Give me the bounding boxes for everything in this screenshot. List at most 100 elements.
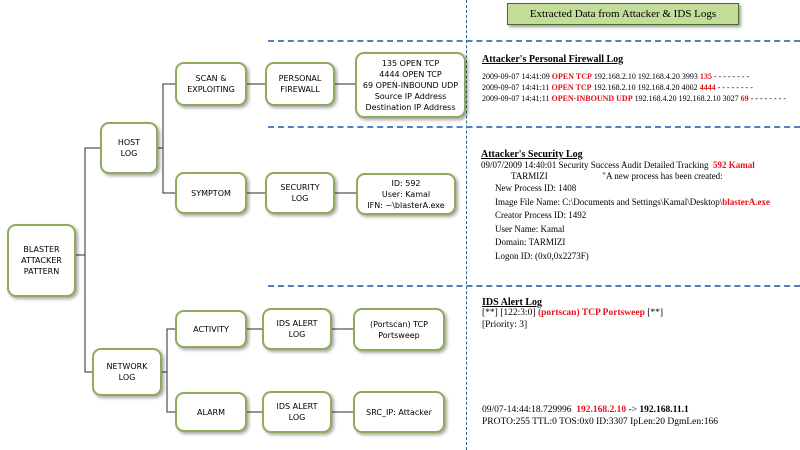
firewall-log-row: 2009-09-07 14:41:11 OPEN-INBOUND UDP 192… [482, 93, 786, 104]
ids-log-timestamp: 09/07-14:44:18.729996 [482, 405, 572, 415]
security-log-logon-id: Logon ID: (0x0,0x2273F) [495, 250, 589, 261]
security-log-domain-inline: TARMIZI [511, 171, 548, 181]
security-log-new-process-id: New Process ID: 1408 [495, 183, 577, 193]
firewall-log-action: OPEN-INBOUND UDP [551, 94, 633, 103]
security-log-line1: 09/07/2009 14:40:01 Security Success Aud… [481, 160, 770, 171]
connector-host-scan [158, 83, 175, 149]
connector-root-host [76, 147, 100, 256]
node-text-line: ATTACKER [21, 256, 62, 265]
node-text-line: IFN: ~\blasterA.exe [367, 200, 445, 210]
header-title: Extracted Data from Attacker & IDS Logs [507, 3, 739, 25]
ids-log-title: IDS Alert Log [482, 297, 542, 308]
ids-log-alert: (portscan) TCP Portsweep [537, 308, 645, 318]
connector-network-activity [162, 328, 175, 373]
ids-log-packet: 09/07-14:44:18.729996 192.168.2.10 -> 19… [482, 404, 718, 428]
node-scan-exploiting: SCAN & EXPLOITING [175, 62, 247, 106]
separator-security [268, 126, 800, 128]
firewall-log-action: OPEN TCP [551, 72, 592, 81]
security-log-creator-process-id: Creator Process ID: 1492 [495, 210, 587, 220]
node-text-line: BLASTER [23, 245, 60, 254]
node-network-log: NETWORK LOG [92, 348, 162, 396]
firewall-log-tail: - - - - - - - - [713, 72, 750, 81]
node-ids-alert-log-alarm: IDS ALERT LOG [262, 391, 332, 433]
node-activity: ACTIVITY [175, 310, 247, 348]
node-text-line: LOG [120, 149, 138, 158]
node-text-line: 135 OPEN TCP [381, 58, 440, 68]
security-log-line2: TARMIZI "A new process has been created: [481, 171, 770, 182]
firewall-log-timestamp: 2009-09-07 14:41:09 [482, 72, 550, 81]
node-text-line: ID: 592 [391, 178, 421, 188]
ids-log-arrow: -> [628, 405, 637, 415]
firewall-log-ips: 192.168.4.20 192.168.2.10 3027 [634, 94, 739, 103]
vertical-separator [466, 0, 467, 450]
firewall-log-port: 4444 [699, 83, 716, 92]
node-text-line: HOST [117, 138, 141, 147]
security-log-user: Kamal [728, 160, 755, 170]
node-text-line: Destination IP Address [365, 102, 456, 112]
ids-log-rule: [**] [122:3:0] [482, 308, 536, 318]
ids-log-src-ip: 192.168.2.10 [576, 405, 627, 415]
firewall-log-title: Attacker's Personal Firewall Log [482, 54, 624, 65]
firewall-log-action: OPEN TCP [551, 83, 592, 92]
firewall-log-row: 2009-09-07 14:41:11 OPEN TCP 192.168.2.1… [482, 82, 786, 93]
ids-log: IDS Alert Log [**] [122:3:0] (portscan) … [482, 297, 663, 331]
node-text-line: LOG [118, 373, 136, 382]
firewall-log-tail: - - - - - - - - [750, 94, 786, 103]
node-text-line: EXPLOITING [187, 85, 235, 94]
connector-network-alarm [162, 371, 175, 413]
firewall-log-rows: 2009-09-07 14:41:09 OPEN TCP 192.168.2.1… [482, 71, 786, 104]
node-text-line: FIREWALL [280, 85, 320, 94]
node-text-line: IDS ALERT [276, 319, 318, 328]
connector-host-symptom [158, 147, 175, 194]
node-alarm: ALARM [175, 392, 247, 432]
firewall-log-tail: - - - - - - - - [717, 83, 753, 92]
security-log-user-name: User Name: Kamal [495, 223, 565, 234]
node-text-line: NETWORK [106, 362, 148, 371]
node-text-line: IDS ALERT [276, 402, 318, 411]
node-text-line: LOG [291, 194, 309, 203]
node-text-line: Source IP Address [374, 91, 447, 101]
node-text-line: Portsweep [378, 330, 420, 340]
security-log-domain: Domain: TARMIZI [495, 237, 566, 247]
firewall-log-ips: 192.168.2.10 192.168.4.20 4002 [593, 83, 698, 92]
node-src-ip-details: SRC_IP: Attacker [353, 391, 445, 433]
node-host-log: HOST LOG [100, 122, 158, 174]
node-text-line: SCAN & [195, 74, 227, 83]
node-text-line: SECURITY [280, 183, 320, 192]
ids-log-packet-line: 09/07-14:44:18.729996 192.168.2.10 -> 19… [482, 404, 718, 416]
node-symptom: SYMPTOM [175, 172, 247, 214]
node-text-line: ACTIVITY [193, 324, 229, 334]
firewall-log-ips: 192.168.2.10 192.168.4.20 3993 [593, 72, 698, 81]
node-text-line: PATTERN [23, 267, 60, 276]
firewall-log: Attacker's Personal Firewall Log 2009-09… [482, 54, 786, 104]
ids-log-rule-end: [**] [647, 308, 664, 318]
security-log-header-text: 09/07/2009 14:40:01 Security Success Aud… [481, 160, 709, 170]
firewall-log-timestamp: 2009-09-07 14:41:11 [482, 83, 550, 92]
node-text-line: 4444 OPEN TCP [379, 69, 442, 79]
ids-log-alert-line: [**] [122:3:0] (portscan) TCP Portsweep … [482, 308, 663, 320]
security-log-image-file-path: Image File Name: C:\Documents and Settin… [495, 196, 723, 207]
node-blaster-attacker-pattern: BLASTER ATTACKER PATTERN [7, 224, 76, 297]
node-text-line: SYMPTOM [191, 188, 231, 198]
ids-log-dst-ip: 192.168.11.1 [639, 405, 689, 415]
connector-root-network [76, 254, 92, 373]
node-ids-alert-log-activity: IDS ALERT LOG [262, 308, 332, 350]
security-log-title: Attacker's Security Log [481, 149, 583, 160]
node-text-line: ALARM [196, 407, 226, 417]
node-text-line: (Portscan) TCP [369, 319, 428, 329]
node-security-log: SECURITY LOG [265, 172, 335, 214]
node-text-line: LOG [288, 330, 306, 339]
firewall-log-row: 2009-09-07 14:41:09 OPEN TCP 192.168.2.1… [482, 71, 786, 82]
security-log-event-id: 592 [712, 160, 727, 170]
separator-firewall [268, 40, 800, 42]
node-text-line: SRC_IP: Attacker [366, 407, 432, 417]
node-text-line: LOG [288, 413, 306, 422]
node-text-line: User: Kamal [381, 189, 431, 199]
security-log-image-file: Image File Name: C:\Documents and Settin… [481, 196, 770, 210]
ids-log-priority: [Priority: 3] [482, 319, 528, 330]
